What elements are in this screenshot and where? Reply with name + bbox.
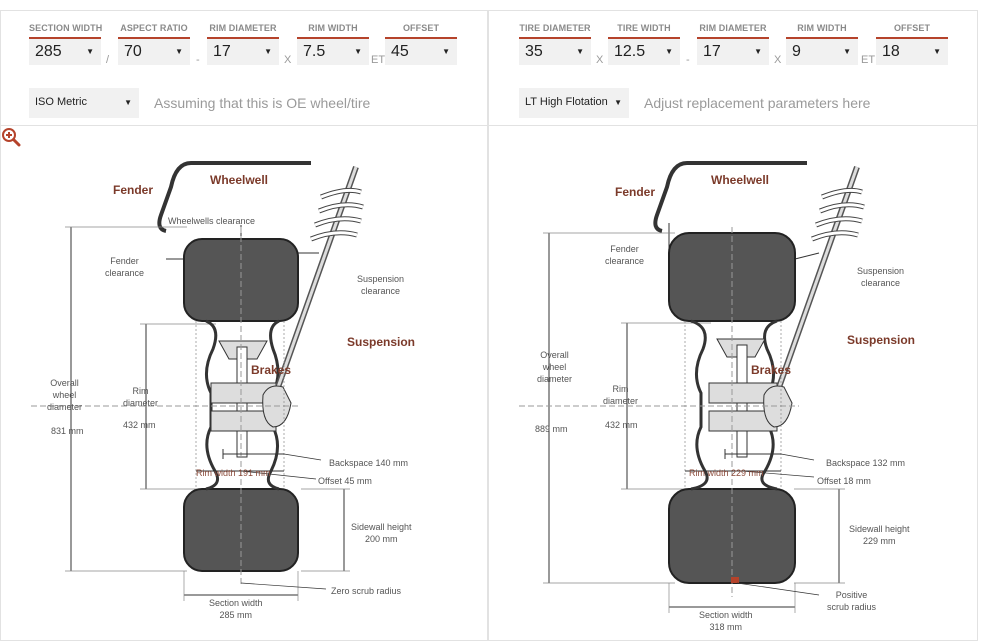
zoom-in-icon[interactable] (1, 127, 21, 147)
hint-text: Assuming that this is OE wheel/tire (154, 95, 371, 111)
chevron-down-icon: ▼ (264, 47, 272, 56)
rim-width-label: Rim width 229 mm (689, 468, 764, 478)
offset-label: Offset 45 mm (318, 476, 372, 486)
rim-width-select[interactable]: 7.5 ▼ (297, 37, 369, 65)
separator: X (284, 54, 292, 66)
fender-label: Fender (113, 183, 154, 197)
separator: - (686, 54, 690, 66)
chevron-down-icon: ▼ (354, 47, 362, 56)
separator: X (596, 54, 604, 66)
chevron-down-icon: ▼ (843, 47, 851, 56)
tire-diameter-select[interactable]: 35 ▼ (519, 37, 591, 65)
brakes-label: Brakes (251, 363, 292, 377)
unit-system-select[interactable]: ISO Metric ▼ (29, 88, 139, 118)
separator: X (774, 54, 782, 66)
replacement-rim-width-select[interactable]: 9 ▼ (786, 37, 858, 65)
offset-label: Offset 18 mm (817, 476, 871, 486)
rim-diameter-value: 432 mm (123, 420, 156, 430)
overall-diameter-value: 889 mm (535, 424, 568, 434)
backspace-label: Backspace 140 mm (329, 458, 409, 468)
separator: ET (861, 54, 876, 66)
section-width-field: SECTION WIDTH 285 ▼ (29, 21, 102, 65)
chevron-down-icon: ▼ (576, 47, 584, 56)
fender-label: Fender (615, 185, 656, 199)
backspace-label: Backspace 132 mm (826, 458, 906, 468)
original-diagram: Fender Wheelwell Wheelwells clearance Fe… (1, 127, 487, 641)
replacement-rim-diameter-select[interactable]: 17 ▼ (697, 37, 769, 65)
replacement-offset-field: OFFSET 18 ▼ (876, 21, 948, 65)
chevron-down-icon: ▼ (933, 47, 941, 56)
rim-diameter-value: 432 mm (605, 420, 638, 430)
scrub-radius-label: Zero scrub radius (331, 586, 402, 596)
replacement-offset-select[interactable]: 18 ▼ (876, 37, 948, 65)
original-controls: SECTION WIDTH 285 ▼ / ASPECT RATIO 70 ▼ … (1, 11, 487, 126)
chevron-down-icon: ▼ (175, 47, 183, 56)
brakes-label: Brakes (751, 363, 792, 377)
separator: / (106, 54, 110, 66)
rim-width-label: Rim width 191 mm (196, 468, 271, 478)
separator: - (196, 54, 200, 66)
tire-width-field: TIRE WIDTH 12.5 ▼ (608, 21, 680, 65)
replacement-rim-width-field: RIM WIDTH 9 ▼ (786, 21, 858, 65)
suspension-label: Suspension (847, 333, 916, 347)
offset-field: OFFSET 45 ▼ (385, 21, 457, 65)
wheel-diagram-graphic (31, 161, 364, 601)
replacement-hint-text: Adjust replacement parameters here (644, 95, 871, 111)
replacement-controls: TIRE DIAMETER 35 ▼ X TIRE WIDTH 12.5 ▼ -… (489, 11, 977, 126)
separator: ET (371, 54, 386, 66)
original-tire-panel: SECTION WIDTH 285 ▼ / ASPECT RATIO 70 ▼ … (0, 10, 488, 641)
chevron-down-icon: ▼ (124, 98, 132, 107)
wheelwells-clearance-label: Wheelwells clearance (168, 216, 256, 226)
wheelwell-label: Wheelwell (210, 173, 269, 187)
chevron-down-icon: ▼ (754, 47, 762, 56)
rim-diameter-field: RIM DIAMETER 17 ▼ (207, 21, 279, 65)
replacement-wheel-diagram-graphic (519, 161, 865, 613)
tire-width-select[interactable]: 12.5 ▼ (608, 37, 680, 65)
offset-select[interactable]: 45 ▼ (385, 37, 457, 65)
replacement-tire-panel: TIRE DIAMETER 35 ▼ X TIRE WIDTH 12.5 ▼ -… (488, 10, 978, 641)
overall-diameter-value: 831 mm (51, 426, 84, 436)
wheelwell-label: Wheelwell (711, 173, 770, 187)
chevron-down-icon: ▼ (665, 47, 673, 56)
replacement-rim-diameter-field: RIM DIAMETER 17 ▼ (697, 21, 769, 65)
tire-diameter-field: TIRE DIAMETER 35 ▼ (519, 21, 591, 65)
rim-diameter-select[interactable]: 17 ▼ (207, 37, 279, 65)
aspect-ratio-field: ASPECT RATIO 70 ▼ (118, 21, 190, 65)
replacement-unit-system-select[interactable]: LT High Flotation ▼ (519, 88, 629, 118)
aspect-ratio-select[interactable]: 70 ▼ (118, 37, 190, 65)
fender-shape (157, 161, 311, 233)
suspension-label: Suspension (347, 335, 416, 349)
rim-width-field: RIM WIDTH 7.5 ▼ (297, 21, 369, 65)
chevron-down-icon: ▼ (86, 47, 94, 56)
chevron-down-icon: ▼ (442, 47, 450, 56)
section-width-select[interactable]: 285 ▼ (29, 37, 101, 65)
chevron-down-icon: ▼ (614, 98, 622, 107)
